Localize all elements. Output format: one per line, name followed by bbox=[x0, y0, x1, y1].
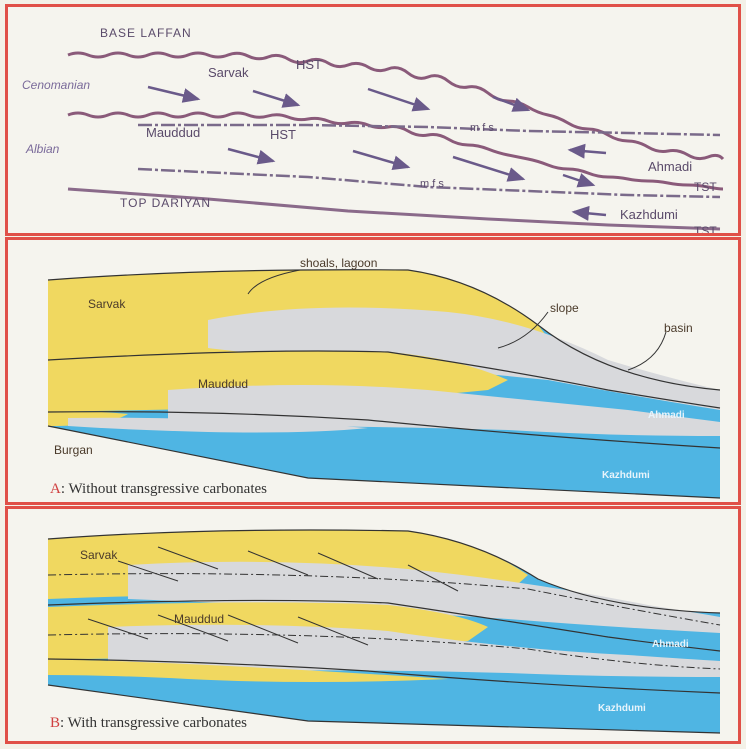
label-mauddud: Mauddud bbox=[174, 612, 224, 626]
base-laffan-unconformity-line bbox=[68, 53, 723, 159]
caption-a-text: : Without transgressive carbonates bbox=[61, 481, 267, 497]
label-hst-lower: HST bbox=[270, 127, 296, 142]
label-slope: slope bbox=[550, 301, 579, 315]
label-mauddud: Mauddud bbox=[198, 377, 248, 391]
caption-a: A: Without transgressive carbonates bbox=[50, 481, 267, 497]
panel-a-without-transgressive: shoals, lagoon slope basin Sarvak Mauddu… bbox=[5, 237, 741, 505]
sequence-stratigraphy-panel: BASE LAFFAN Cenomanian Albian Sarvak HST… bbox=[5, 4, 741, 236]
label-sarvak: Sarvak bbox=[88, 297, 126, 311]
label-tst-lower: TST bbox=[694, 224, 717, 233]
label-mfs-lower: m f s bbox=[420, 178, 444, 190]
label-albian: Albian bbox=[25, 142, 60, 156]
label-ahmadi: Ahmadi bbox=[652, 639, 689, 650]
label-kazhdumi: Kazhdumi bbox=[620, 207, 678, 222]
label-mfs-upper: m f s bbox=[470, 122, 494, 134]
label-sarvak: Sarvak bbox=[80, 548, 118, 562]
label-cenomanian: Cenomanian bbox=[22, 78, 90, 92]
label-sarvak: Sarvak bbox=[208, 65, 249, 80]
label-mauddud: Mauddud bbox=[146, 125, 200, 140]
label-burgan: Burgan bbox=[54, 443, 93, 457]
caption-b: B: With transgressive carbonates bbox=[50, 715, 247, 731]
label-base-laffan: BASE LAFFAN bbox=[100, 26, 192, 40]
caption-b-letter: B bbox=[50, 715, 60, 731]
label-kazhdumi: Kazhdumi bbox=[602, 470, 650, 481]
label-ahmadi: Ahmadi bbox=[648, 159, 692, 174]
label-ahmadi: Ahmadi bbox=[648, 410, 685, 421]
label-top-dariyan: TOP DARIYAN bbox=[120, 196, 211, 210]
label-hst-upper: HST bbox=[296, 57, 322, 72]
label-kazhdumi: Kazhdumi bbox=[598, 703, 646, 714]
caption-a-letter: A bbox=[50, 481, 61, 497]
caption-b-text: : With transgressive carbonates bbox=[60, 715, 247, 731]
label-shoals-lagoon: shoals, lagoon bbox=[300, 256, 377, 270]
label-tst-upper: TST bbox=[694, 180, 717, 194]
label-basin: basin bbox=[664, 321, 693, 335]
panel-b-with-transgressive: Sarvak Mauddud Ahmadi Kazhdumi B: With t… bbox=[5, 506, 741, 744]
progradation-arrows bbox=[148, 87, 593, 185]
leader-basin bbox=[628, 332, 666, 370]
